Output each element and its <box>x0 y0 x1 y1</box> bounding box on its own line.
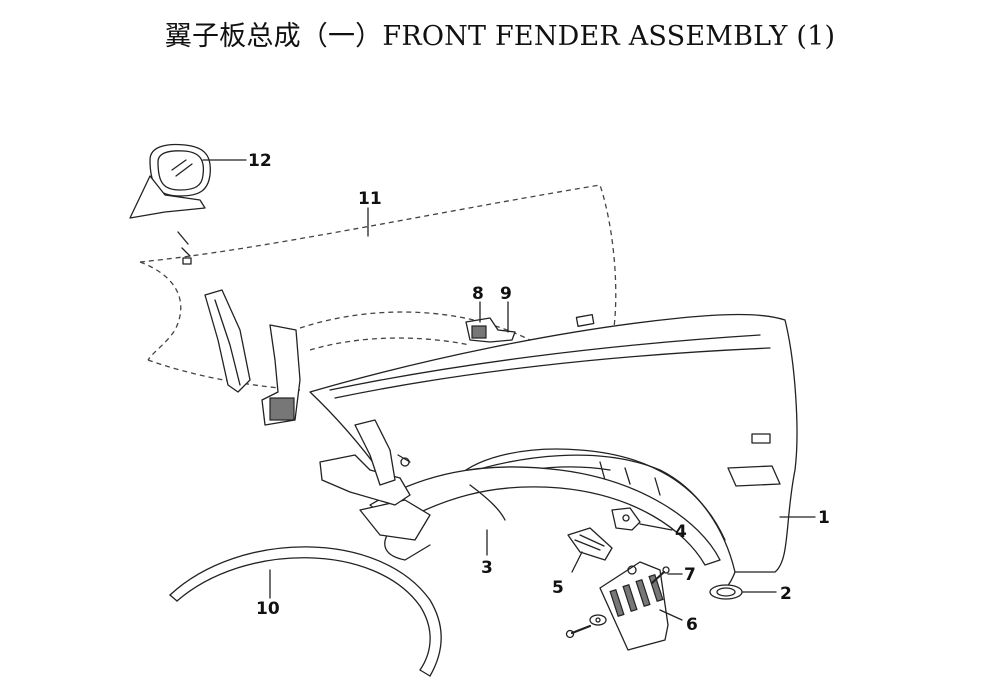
part-5-clip <box>567 527 613 561</box>
part-4-bracket <box>611 507 641 531</box>
diagram-title: 翼子板总成（一）FRONT FENDER ASSEMBLY (1) <box>164 21 836 52</box>
part-12-mirror <box>129 143 211 265</box>
part-3-wheelhouse-liner <box>359 466 721 566</box>
callout-2: 2 <box>780 584 792 604</box>
callout-10: 10 <box>256 599 280 619</box>
callout-labels: 1 2 3 4 5 6 7 8 9 10 11 12 <box>248 151 830 635</box>
leader-lines <box>202 159 816 621</box>
callout-6: 6 <box>686 615 698 635</box>
callout-9: 9 <box>500 284 512 304</box>
part-6-mudflap <box>565 561 669 651</box>
mounting-brackets <box>204 289 411 506</box>
callout-5: 5 <box>552 578 564 598</box>
part-8-9-clip <box>465 317 516 343</box>
part-2-side-marker <box>709 584 743 600</box>
part-11-fender-left <box>139 184 617 391</box>
callout-1: 1 <box>818 508 830 528</box>
callout-4: 4 <box>675 522 687 542</box>
callout-7: 7 <box>684 565 696 585</box>
part-7-screw <box>650 566 670 585</box>
part-1-front-fender <box>309 313 798 593</box>
callout-12: 12 <box>248 151 272 171</box>
callout-11: 11 <box>358 189 382 209</box>
part-10-arch-trim <box>169 546 442 677</box>
callout-3: 3 <box>481 558 493 578</box>
callout-8: 8 <box>472 284 484 304</box>
